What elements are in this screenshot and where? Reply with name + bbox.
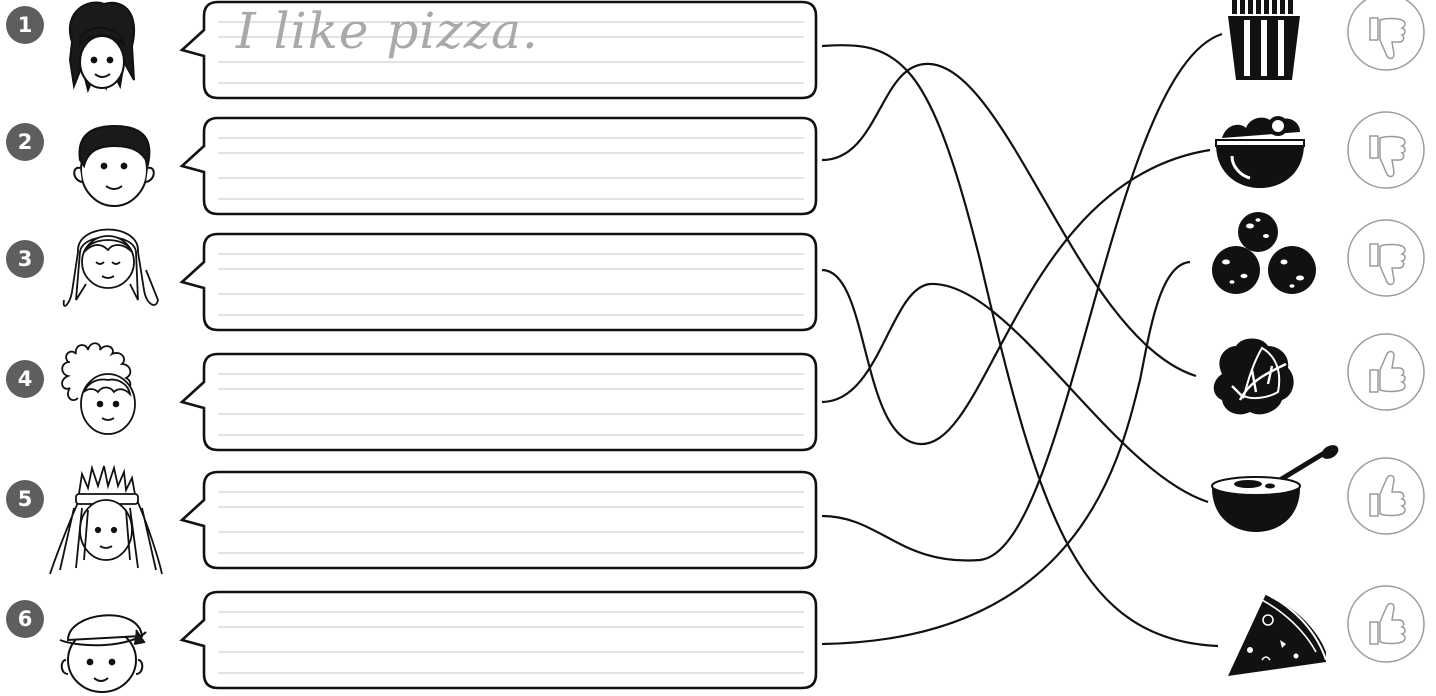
meatballs-icon — [1212, 212, 1316, 294]
child-face-2-icon — [74, 126, 154, 206]
rating-4-thumbs-up-icon[interactable] — [1348, 334, 1424, 410]
fries-icon — [1228, 0, 1300, 80]
child-face-1-icon — [70, 3, 134, 90]
speech-bubble-5[interactable] — [182, 472, 816, 568]
soup-bowl-icon — [1212, 442, 1341, 532]
matching-lines — [822, 34, 1222, 646]
rating-5-thumbs-up-icon[interactable] — [1348, 458, 1424, 534]
row-number-5: 5 — [6, 480, 44, 518]
cabbage-icon — [1214, 339, 1294, 415]
pizza-slice-icon — [1228, 594, 1326, 676]
rating-1-thumbs-down-icon[interactable] — [1348, 0, 1424, 70]
example-answer-text: I like pizza. — [236, 2, 539, 60]
child-face-3-icon — [64, 230, 158, 306]
row-number-6: 6 — [6, 600, 44, 638]
child-face-5-icon — [50, 466, 162, 574]
row-number-1: 1 — [6, 6, 44, 44]
connection-line-3 — [822, 150, 1210, 444]
connection-line-5 — [822, 34, 1222, 560]
row-number-3: 3 — [6, 240, 44, 278]
speech-bubble-6[interactable] — [182, 592, 816, 688]
row-number-2: 2 — [6, 123, 44, 161]
speech-bubble-4[interactable] — [182, 354, 816, 450]
row-number-4: 4 — [6, 360, 44, 398]
rating-2-thumbs-down-icon[interactable] — [1348, 112, 1424, 188]
child-face-4-icon — [62, 343, 135, 434]
salad-bowl-icon — [1216, 116, 1304, 188]
speech-bubble-3[interactable] — [182, 234, 816, 330]
speech-bubble-2[interactable] — [182, 118, 816, 214]
child-face-6-icon — [60, 615, 146, 692]
rating-3-thumbs-down-icon[interactable] — [1348, 220, 1424, 296]
rating-6-thumbs-up-icon[interactable] — [1348, 586, 1424, 662]
